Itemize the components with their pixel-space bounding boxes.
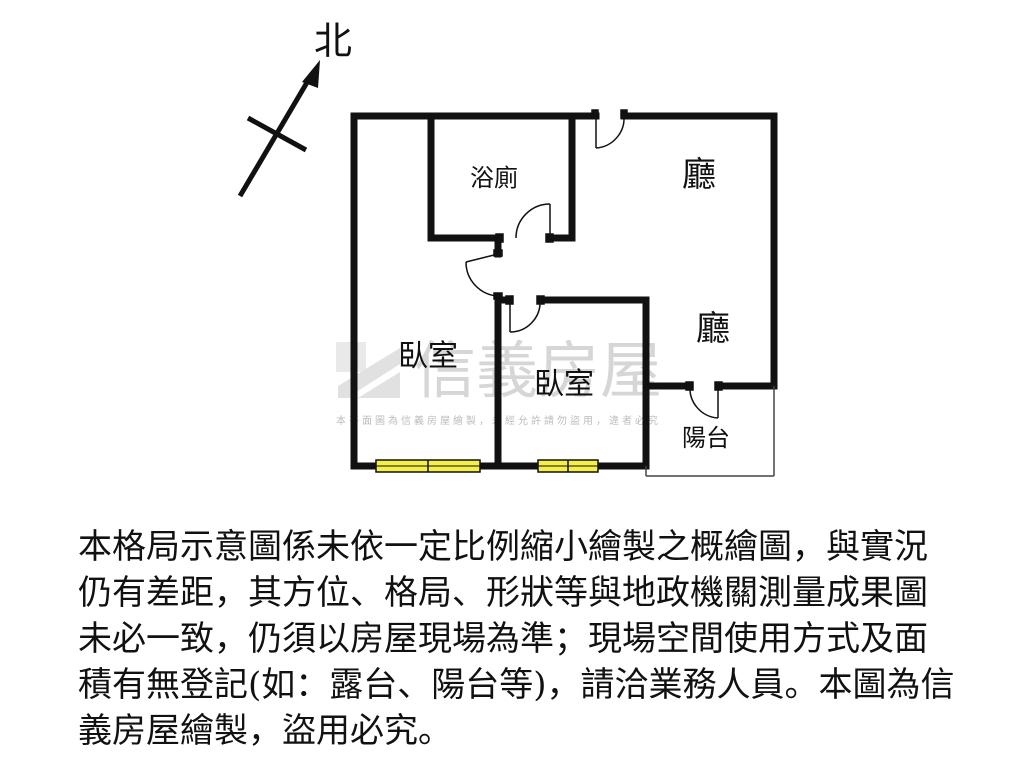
door-entrance bbox=[591, 109, 628, 149]
sinyi-house-logo-icon bbox=[336, 342, 400, 398]
disclaimer-text: 本格局示意圖係未依一定比例縮小繪製之概繪圖，與實況仍有差距，其方位、格局、形狀等… bbox=[78, 527, 955, 751]
walls bbox=[350, 112, 778, 470]
north-arrow-icon bbox=[237, 60, 320, 198]
door-bedroom-2 bbox=[505, 295, 545, 333]
balcony-outline bbox=[645, 386, 775, 477]
door-balcony bbox=[685, 381, 723, 419]
door-bedroom-1 bbox=[465, 249, 503, 300]
room-label-bathroom: 浴廁 bbox=[470, 164, 518, 192]
room-label-living-1: 廳 bbox=[682, 155, 716, 195]
window-bedroom-1 bbox=[375, 459, 481, 473]
room-label-living-2: 廳 bbox=[696, 309, 730, 349]
window-bedroom-2 bbox=[537, 459, 599, 473]
door-bathroom bbox=[495, 203, 554, 243]
watermark-brand: 信義房屋 bbox=[414, 334, 662, 407]
room-label-bedroom-2: 臥室 bbox=[534, 367, 594, 402]
room-label-balcony: 陽台 bbox=[682, 424, 730, 452]
room-label-bedroom-1: 臥室 bbox=[398, 339, 458, 374]
north-label: 北 bbox=[314, 19, 352, 63]
